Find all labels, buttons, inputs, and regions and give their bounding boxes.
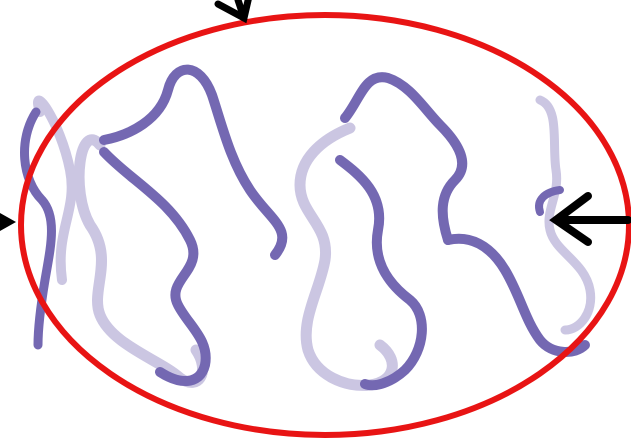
diagram-canvas [0, 0, 631, 446]
